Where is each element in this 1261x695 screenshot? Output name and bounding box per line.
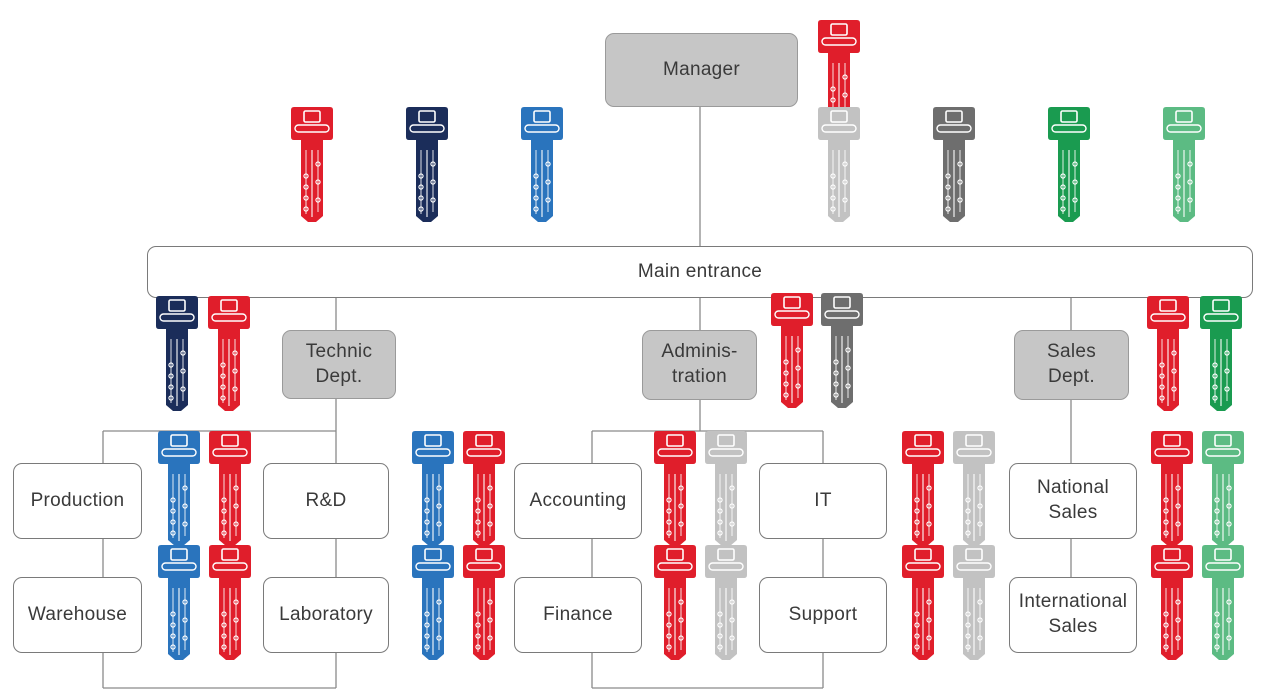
key-icon (289, 104, 335, 229)
key-icon (1161, 104, 1207, 229)
key-icon (769, 290, 815, 415)
r-and-d-node: R&D (263, 463, 389, 539)
technic-dept-node: Technic Dept. (282, 330, 396, 399)
key-icon (819, 290, 865, 415)
accounting-node: Accounting (514, 463, 642, 539)
key-icon (1200, 542, 1246, 667)
warehouse-node: Warehouse (13, 577, 142, 653)
key-icon (1200, 428, 1246, 553)
key-icon (1145, 293, 1191, 418)
key-icon (951, 542, 997, 667)
administration-node: Adminis- tration (642, 330, 757, 400)
it-node: IT (759, 463, 887, 539)
key-icon (207, 428, 253, 553)
key-icon (816, 104, 862, 229)
support-node: Support (759, 577, 887, 653)
finance-node: Finance (514, 577, 642, 653)
key-icon (410, 428, 456, 553)
sales-dept-node: Sales Dept. (1014, 330, 1129, 400)
key-icon (156, 542, 202, 667)
main-entrance-node: Main entrance (147, 246, 1253, 298)
key-icon (207, 542, 253, 667)
key-icon (652, 428, 698, 553)
manager-node: Manager (605, 33, 798, 107)
key-icon (206, 293, 252, 418)
key-icon (703, 542, 749, 667)
key-icon (154, 293, 200, 418)
key-icon (1149, 542, 1195, 667)
key-icon (461, 428, 507, 553)
key-icon (156, 428, 202, 553)
key-icon (931, 104, 977, 229)
key-icon (404, 104, 450, 229)
key-icon (900, 428, 946, 553)
key-icon (1149, 428, 1195, 553)
national-sales-node: National Sales (1009, 463, 1137, 539)
key-icon (1046, 104, 1092, 229)
key-icon (900, 542, 946, 667)
production-node: Production (13, 463, 142, 539)
key-icon (703, 428, 749, 553)
key-icon (410, 542, 456, 667)
key-icon (519, 104, 565, 229)
key-icon (652, 542, 698, 667)
key-icon (461, 542, 507, 667)
key-icon (951, 428, 997, 553)
international-sales-node: International Sales (1009, 577, 1137, 653)
key-icon (1198, 293, 1244, 418)
laboratory-node: Laboratory (263, 577, 389, 653)
